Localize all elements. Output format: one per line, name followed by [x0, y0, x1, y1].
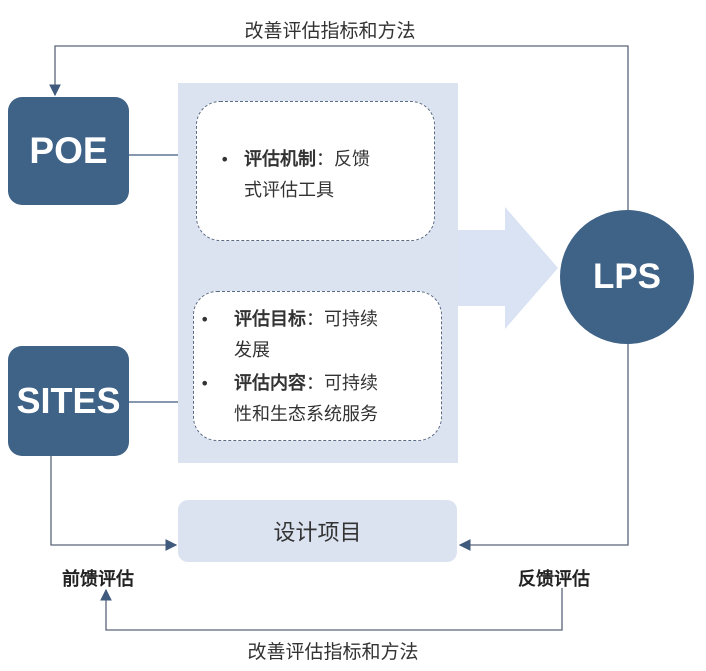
top-loop-line [49, 45, 629, 210]
content-colon: ： [306, 373, 324, 394]
top-loop-label: 改善评估指标和方法 [244, 20, 416, 42]
bullet-icon: • [200, 374, 210, 393]
goal-colon: ： [306, 309, 324, 330]
lps-circle: LPS [560, 210, 694, 344]
mechanism-line1: 反馈 [334, 149, 370, 170]
bottom-loop-line [100, 588, 563, 631]
goal-item: • 评估目标：可持续 发展 [200, 304, 378, 366]
design-project-box: 设计项目 [178, 500, 457, 562]
goal-title: 评估目标 [234, 309, 306, 330]
bottom-loop-label: 改善评估指标和方法 [247, 641, 419, 663]
sites-box: SITES [8, 346, 129, 456]
poe-label: POE [29, 130, 108, 171]
mechanism-box: • 评估机制：反馈 式评估工具 [196, 101, 435, 241]
feedback-label: 反馈评估 [518, 569, 590, 590]
mechanism-item: • 评估机制：反馈 式评估工具 [220, 144, 370, 206]
big-block-arrow [440, 207, 558, 329]
content-line2: 性和生态系统服务 [234, 404, 378, 425]
content-item: • 评估内容：可持续 性和生态系统服务 [200, 368, 378, 430]
goals-box: • 评估目标：可持续 发展 • 评估内容：可持续 性和生态系统服务 [193, 291, 442, 441]
bullet-icon: • [220, 150, 230, 169]
goal-line2: 发展 [234, 340, 270, 361]
mechanism-title: 评估机制 [244, 149, 316, 170]
bullet-icon: • [200, 310, 210, 329]
lps-label: LPS [592, 257, 662, 296]
sites-label: SITES [16, 380, 121, 421]
feedback-line [458, 344, 629, 551]
design-project-label: 设计项目 [273, 521, 362, 546]
goal-line1: 可持续 [324, 309, 378, 330]
content-title: 评估内容 [234, 373, 306, 394]
content-line1: 可持续 [324, 373, 378, 394]
mechanism-line2: 式评估工具 [244, 180, 334, 201]
mechanism-colon: ： [316, 149, 334, 170]
poe-box: POE [8, 97, 129, 205]
feedforward-label: 前馈评估 [62, 569, 134, 590]
feedforward-line [50, 456, 178, 551]
